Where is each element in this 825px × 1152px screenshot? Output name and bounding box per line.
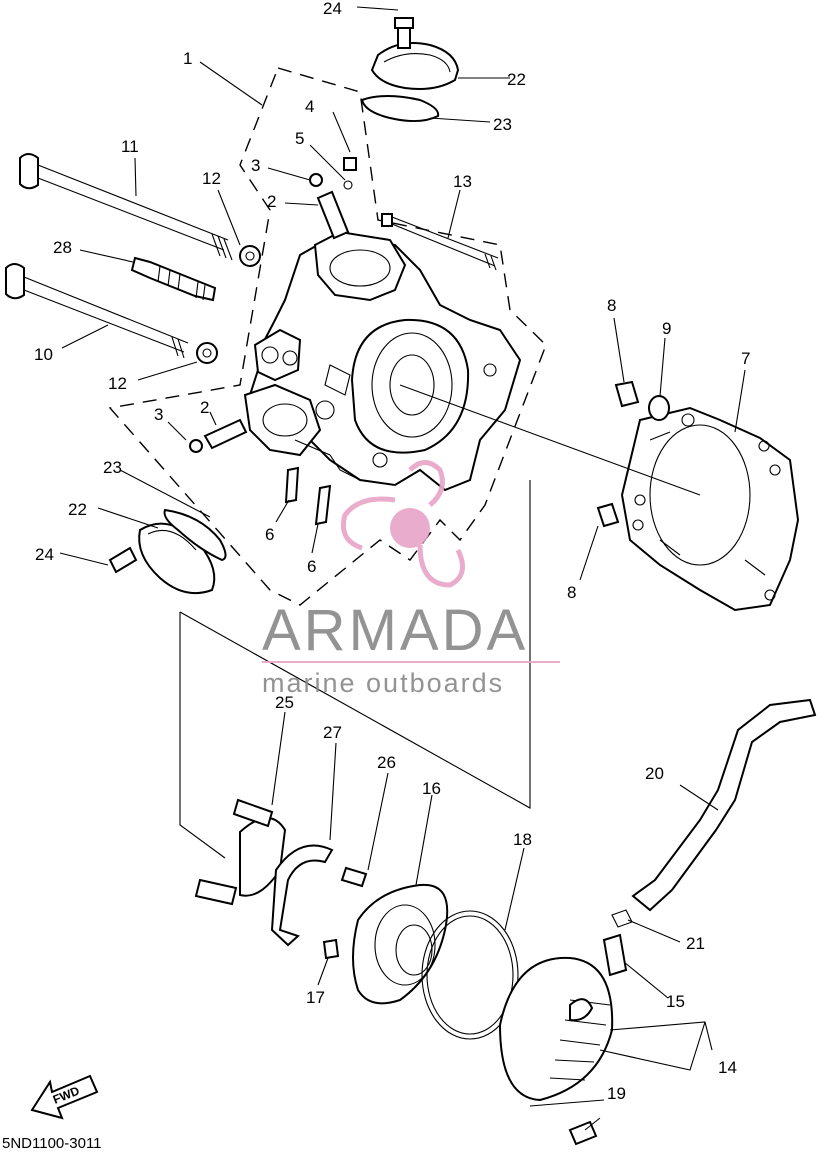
- callout-22: 22: [507, 70, 526, 89]
- callout-4: 4: [305, 97, 314, 116]
- catalog-code: 5ND1100-3011: [2, 1135, 102, 1152]
- leader-lines: [59, 6, 746, 1131]
- callout-12: 12: [202, 169, 221, 188]
- callout-1: 1: [183, 49, 192, 68]
- head-gasket-group: [596, 380, 800, 612]
- callout-21: 21: [686, 934, 705, 953]
- callout-15: 15: [666, 992, 685, 1011]
- callout-10: 10: [34, 345, 53, 364]
- watermark-name: ARMADA: [262, 598, 528, 663]
- callout-2: 2: [200, 398, 209, 417]
- callout-11: 11: [121, 137, 139, 156]
- callout-17: 17: [306, 988, 325, 1007]
- callout-24: 24: [323, 0, 342, 18]
- callout-19: 19: [607, 1084, 626, 1103]
- callout-22: 22: [68, 500, 87, 519]
- callout-25: 25: [275, 693, 294, 712]
- callout-6: 6: [265, 525, 274, 544]
- callout-24: 24: [35, 545, 54, 564]
- lower-housing-group: [179, 480, 531, 1040]
- watermark-tagline: marine outboards: [262, 668, 504, 698]
- callout-12: 12: [108, 374, 127, 393]
- cylinder-head: [243, 230, 522, 492]
- callout-20: 20: [645, 764, 664, 783]
- long-bolts: [5, 153, 499, 359]
- small-parts: [189, 157, 357, 526]
- callout-7: 7: [741, 349, 750, 368]
- callout-16: 16: [422, 779, 441, 798]
- callout-3: 3: [251, 156, 260, 175]
- callout-23: 23: [493, 115, 512, 134]
- callout-23: 23: [103, 458, 122, 477]
- callout-9: 9: [662, 319, 671, 338]
- callout-26: 26: [377, 753, 396, 772]
- callout-8: 8: [567, 583, 576, 602]
- callout-2: 2: [267, 192, 276, 211]
- left-cap-group: [108, 508, 227, 594]
- callout-6: 6: [307, 557, 316, 576]
- cover-group: [498, 698, 817, 1146]
- callout-18: 18: [513, 830, 532, 849]
- fwd-arrow: FWD: [30, 1074, 99, 1120]
- armada-watermark: ARMADA marine outboards: [262, 460, 560, 698]
- callout-27: 27: [323, 723, 342, 742]
- callout-8: 8: [607, 296, 616, 315]
- callout-labels: 1 2 2 3 3 4 5 6 6 7 8 8 9 10 11 12 12 13…: [34, 0, 750, 1103]
- callout-28: 28: [53, 238, 72, 257]
- top-cap-group: [360, 17, 460, 122]
- callout-5: 5: [295, 129, 304, 148]
- callout-14: 14: [718, 1058, 737, 1077]
- callout-3: 3: [154, 405, 163, 424]
- propeller-logo-icon: [340, 460, 465, 588]
- callout-13: 13: [453, 172, 472, 191]
